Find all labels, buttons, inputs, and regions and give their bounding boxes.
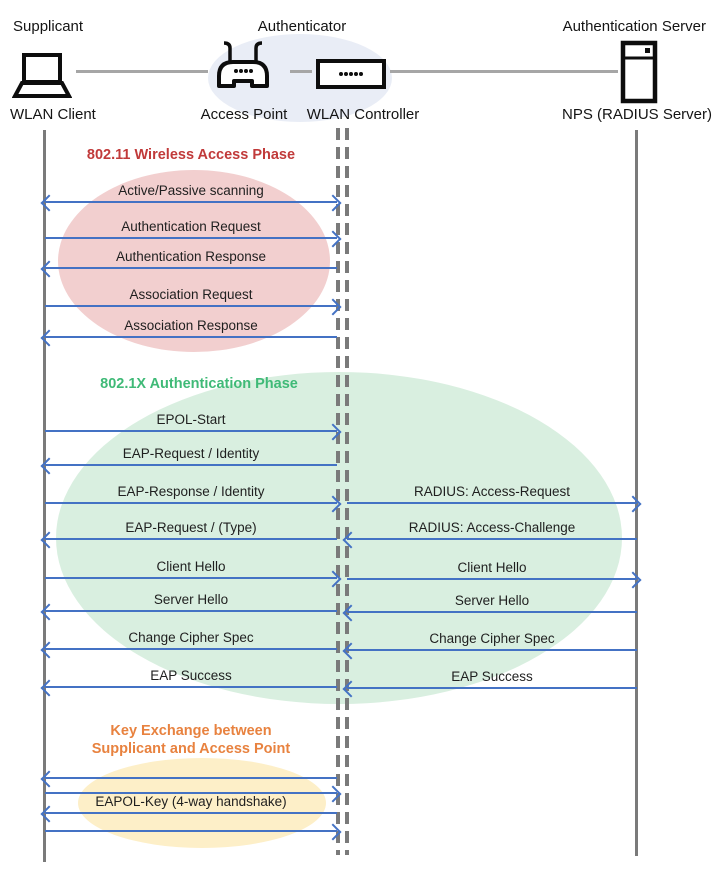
arrow-handshake-4 <box>45 830 337 832</box>
label-epol-start: EPOL-Start <box>156 412 226 427</box>
label-client-hello-left: Client Hello <box>156 559 226 574</box>
connector-line-wlc-server <box>390 70 618 73</box>
label-change-cipher-right: Change Cipher Spec <box>429 631 555 646</box>
arrow-eap-success-left <box>45 686 337 688</box>
server-tower-icon <box>620 40 658 104</box>
arrow-handshake-1 <box>45 777 337 779</box>
arrow-radius-access-request <box>347 502 637 504</box>
label-eap-success-left: EAP Success <box>150 668 232 683</box>
wireless-router-icon <box>211 38 275 96</box>
label-server-hello-right: Server Hello <box>454 593 530 608</box>
role-title-authentication-server: Authentication Server <box>562 18 706 35</box>
arrow-change-cipher-left <box>45 648 337 650</box>
arrow-radius-access-challenge <box>347 538 637 540</box>
role-title-supplicant: Supplicant <box>13 18 84 35</box>
arrow-eap-request-type <box>45 538 337 540</box>
label-eap-request-type: EAP-Request / (Type) <box>125 520 257 535</box>
device-label-wlan-client: WLAN Client <box>10 106 96 123</box>
lifeline-authenticator-left <box>336 128 340 855</box>
device-label-wlan-controller: WLAN Controller <box>306 106 420 123</box>
laptop-icon <box>12 52 72 102</box>
arrow-handshake-3 <box>45 812 337 814</box>
controller-box-icon <box>316 59 386 89</box>
arrow-eap-success-right <box>347 687 637 689</box>
device-label-nps-radius-server: NPS (RADIUS Server) <box>561 106 713 123</box>
phase3-title-line2: Supplicant and Access Point <box>91 741 291 757</box>
arrow-client-hello-right <box>347 578 637 580</box>
arrow-authentication-response <box>45 267 337 269</box>
label-client-hello-right: Client Hello <box>457 560 527 575</box>
label-change-cipher-left: Change Cipher Spec <box>128 630 254 645</box>
phase3-title: Key Exchange between Supplicant and Acce… <box>45 722 337 758</box>
label-association-response: Association Response <box>124 318 258 333</box>
arrow-server-hello-left <box>45 610 337 612</box>
arrow-association-response <box>45 336 337 338</box>
phase3-title-line1: Key Exchange between <box>110 723 272 739</box>
label-association-request: Association Request <box>129 287 253 302</box>
arrow-authentication-request <box>45 237 337 239</box>
lifeline-server <box>635 130 638 856</box>
arrow-handshake-2 <box>45 792 337 794</box>
arrow-change-cipher-right <box>347 649 637 651</box>
lifeline-supplicant <box>43 130 46 862</box>
arrow-eap-response-identity <box>45 502 337 504</box>
label-authentication-request: Authentication Request <box>121 219 261 234</box>
phase2-title: 802.1X Authentication Phase <box>100 376 298 392</box>
phase1-title: 802.11 Wireless Access Phase <box>86 147 296 163</box>
arrow-client-hello-left <box>45 577 337 579</box>
label-eap-success-right: EAP Success <box>451 669 533 684</box>
label-radius-access-request: RADIUS: Access-Request <box>413 484 571 499</box>
arrow-eap-request-identity <box>45 464 337 466</box>
arrow-scanning <box>45 201 337 203</box>
device-label-access-point: Access Point <box>200 106 288 123</box>
lifeline-authenticator-right <box>345 128 349 855</box>
label-radius-access-challenge: RADIUS: Access-Challenge <box>408 520 576 535</box>
role-title-authenticator: Authenticator <box>257 18 347 35</box>
arrow-association-request <box>45 305 337 307</box>
label-authentication-response: Authentication Response <box>115 249 267 264</box>
label-eap-request-identity: EAP-Request / Identity <box>122 446 260 461</box>
arrow-server-hello-right <box>347 611 637 613</box>
arrow-epol-start <box>45 430 337 432</box>
connector-line-client-ap <box>76 70 208 73</box>
label-eap-response-identity: EAP-Response / Identity <box>117 484 265 499</box>
phase3-ellipse <box>78 758 326 848</box>
connector-line-ap-wlc <box>290 70 312 73</box>
label-scanning: Active/Passive scanning <box>118 183 264 198</box>
label-server-hello-left: Server Hello <box>153 592 229 607</box>
label-eapol-key: EAPOL-Key (4-way handshake) <box>95 794 287 809</box>
